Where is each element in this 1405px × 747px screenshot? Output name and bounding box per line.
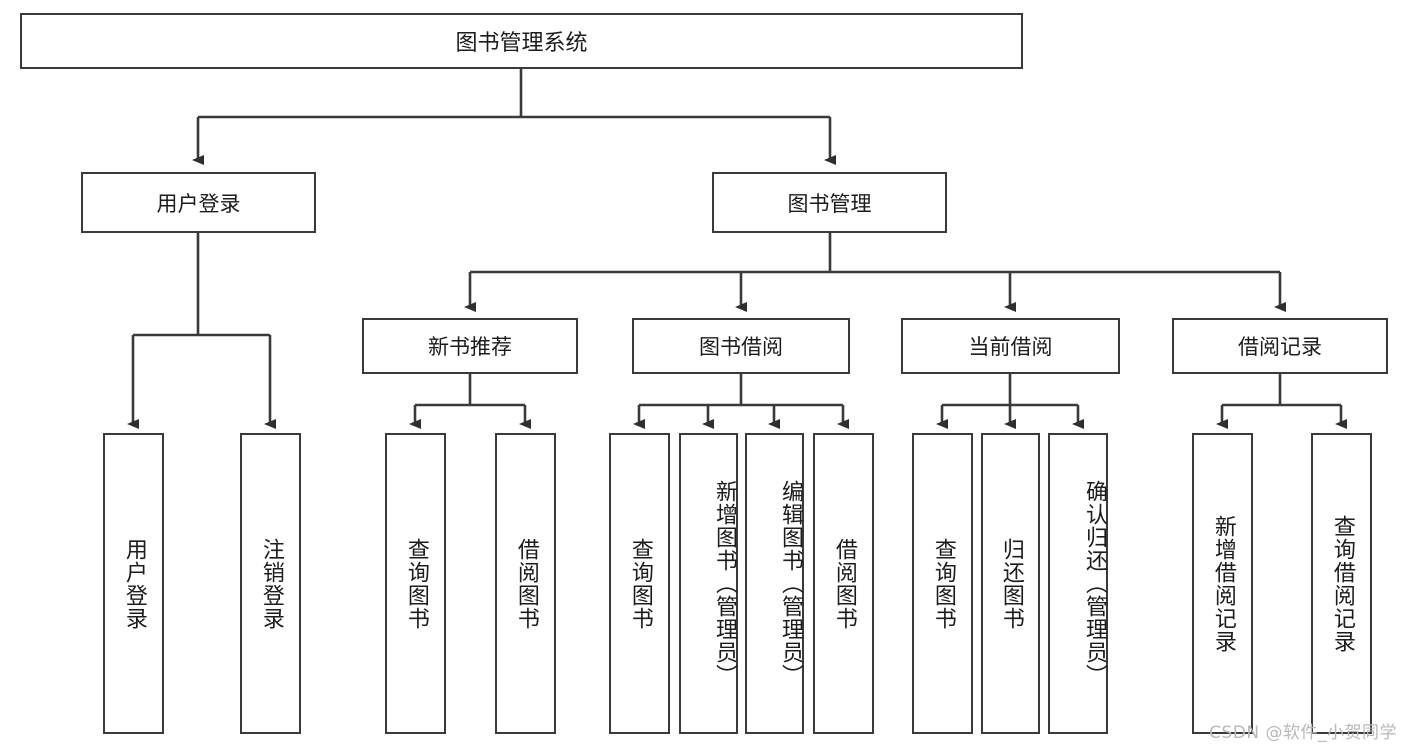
node-leaf-borrow-book-2[interactable]: 借阅图书: [813, 433, 874, 734]
node-leaf-user-login-label: 用户登录: [121, 537, 147, 630]
node-user-login[interactable]: 用户登录: [81, 172, 316, 233]
node-leaf-edit-book[interactable]: 编辑图书（管理员）: [745, 433, 804, 734]
node-leaf-add-book-label: 新增图书（管理员）: [712, 480, 737, 687]
node-leaf-logout-label: 注销登录: [258, 537, 284, 630]
node-leaf-query-book-1-label: 查询图书: [403, 537, 429, 630]
node-leaf-return-book[interactable]: 归还图书: [981, 433, 1040, 734]
node-leaf-confirm-return[interactable]: 确认归还（管理员）: [1048, 433, 1108, 734]
node-leaf-user-login[interactable]: 用户登录: [103, 433, 164, 734]
node-leaf-query-record[interactable]: 查询借阅记录: [1311, 433, 1372, 734]
node-leaf-logout[interactable]: 注销登录: [240, 433, 301, 734]
node-leaf-add-record-label: 新增借阅记录: [1210, 514, 1236, 653]
node-leaf-borrow-book-1-label: 借阅图书: [513, 537, 539, 630]
node-current-borrow-label: 当前借阅: [968, 335, 1053, 359]
node-leaf-add-record[interactable]: 新增借阅记录: [1192, 433, 1253, 734]
csdn-watermark: CSDN @软件_小贺同学: [1209, 723, 1397, 743]
node-new-book-recommend-label: 新书推荐: [428, 335, 512, 359]
node-leaf-add-book[interactable]: 新增图书（管理员）: [679, 433, 738, 734]
node-leaf-confirm-return-label: 确认归还（管理员）: [1082, 480, 1107, 687]
node-book-manage-label: 图书管理: [787, 191, 872, 216]
node-leaf-query-book-1[interactable]: 查询图书: [385, 433, 446, 734]
node-current-borrow[interactable]: 当前借阅: [901, 318, 1120, 374]
node-book-manage[interactable]: 图书管理: [712, 172, 947, 233]
node-new-book-recommend[interactable]: 新书推荐: [362, 318, 578, 374]
node-book-borrow-label: 图书借阅: [699, 335, 783, 359]
node-borrow-record[interactable]: 借阅记录: [1172, 318, 1388, 374]
node-book-borrow[interactable]: 图书借阅: [632, 318, 850, 374]
node-leaf-query-book-2-label: 查询图书: [627, 537, 653, 630]
node-leaf-query-book-3-label: 查询图书: [930, 537, 956, 630]
node-leaf-edit-book-label: 编辑图书（管理员）: [778, 480, 803, 687]
node-root[interactable]: 图书管理系统: [20, 13, 1023, 69]
node-leaf-query-record-label: 查询借阅记录: [1329, 514, 1355, 653]
node-leaf-query-book-2[interactable]: 查询图书: [609, 433, 670, 734]
node-leaf-return-book-label: 归还图书: [998, 537, 1024, 630]
node-leaf-query-book-3[interactable]: 查询图书: [912, 433, 973, 734]
node-user-login-label: 用户登录: [156, 191, 241, 216]
node-root-label: 图书管理系统: [455, 31, 588, 56]
node-borrow-record-label: 借阅记录: [1238, 335, 1322, 359]
node-leaf-borrow-book-1[interactable]: 借阅图书: [495, 433, 556, 734]
node-leaf-borrow-book-2-label: 借阅图书: [831, 537, 857, 630]
